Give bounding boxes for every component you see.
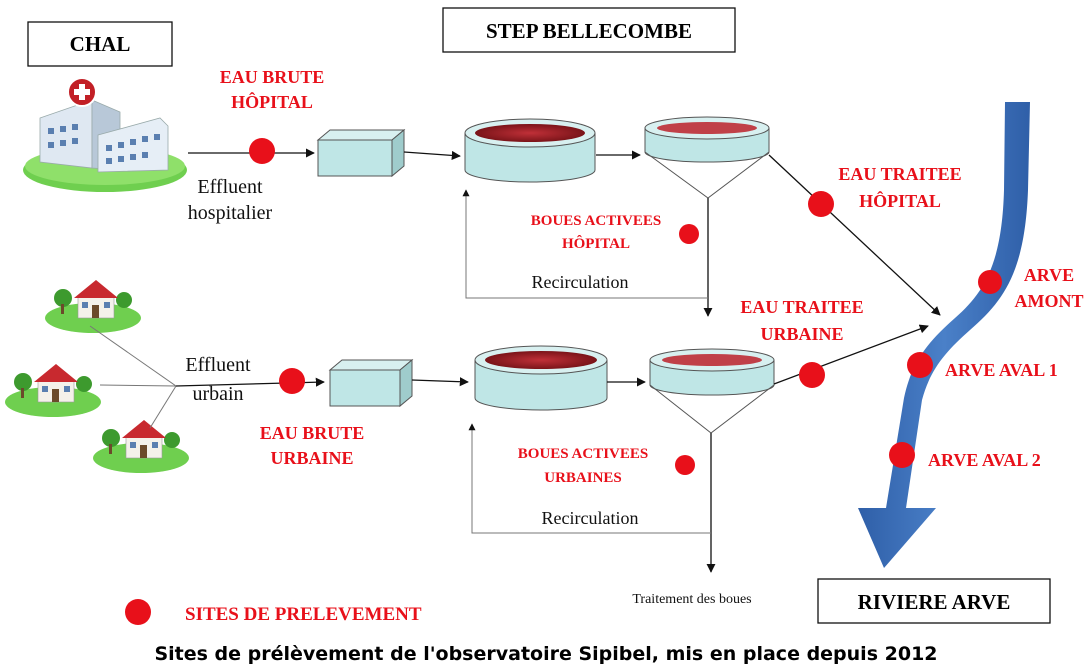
- label-eau-traitee-hopital-2: HÔPITAL: [859, 190, 941, 211]
- hospital-flow: [188, 116, 941, 317]
- label-traitement-boues: Traitement des boues: [632, 592, 751, 607]
- label-arve-aval-1: ARVE AVAL 1: [945, 360, 1058, 380]
- label-eau-brute-urbaine-2: URBAINE: [270, 448, 353, 468]
- chal-box: CHAL: [27, 21, 173, 67]
- flow-labels: Effluent hospitalier Effluent urbain Rec…: [185, 176, 751, 607]
- house-icon-1: [45, 280, 141, 333]
- label-eau-traitee-urbaine-2: URBAINE: [760, 324, 843, 344]
- aeration-tank-hospital: [464, 118, 596, 183]
- step-box: STEP BELLECOMBE: [442, 7, 736, 53]
- pretreatment-box-hospital: [316, 128, 406, 178]
- legend-label: SITES DE PRELEVEMENT: [185, 604, 422, 625]
- label-arve-amont-1: ARVE: [1024, 265, 1074, 285]
- step-label: STEP BELLECOMBE: [486, 19, 692, 43]
- urban-flow: [89, 324, 929, 573]
- label-eau-brute-hopital-1: EAU BRUTE: [220, 67, 325, 87]
- pretreatment-box-urban: [328, 358, 414, 408]
- label-boues-urbaines-1: BOUES ACTIVEES: [518, 446, 648, 462]
- marker-arve-aval-1: [907, 352, 933, 378]
- label-recirculation-bottom: Recirculation: [542, 508, 639, 528]
- riviere-box: RIVIERE ARVE: [817, 578, 1051, 624]
- chal-label: CHAL: [70, 32, 131, 56]
- label-boues-hopital-2: HÔPITAL: [562, 235, 630, 252]
- clarifier-hospital: [644, 116, 770, 199]
- site-labels: EAU BRUTE HÔPITAL EAU TRAITEE HÔPITAL BO…: [220, 67, 1084, 486]
- figure-caption: Sites de prélèvement de l'observatoire S…: [154, 643, 937, 665]
- label-effluent-hospitalier-1: Effluent: [197, 176, 263, 198]
- marker-boues-hopital: [679, 224, 699, 244]
- label-eau-traitee-hopital-1: EAU TRAITEE: [838, 164, 961, 184]
- label-eau-traitee-urbaine-1: EAU TRAITEE: [740, 297, 863, 317]
- label-boues-hopital-1: BOUES ACTIVEES: [531, 213, 661, 229]
- label-recirculation-top: Recirculation: [532, 272, 629, 292]
- label-boues-urbaines-2: URBAINES: [544, 470, 622, 486]
- label-effluent-urbain-2: urbain: [192, 383, 243, 405]
- marker-arve-aval-2: [889, 442, 915, 468]
- label-eau-brute-urbaine-1: EAU BRUTE: [260, 423, 365, 443]
- label-effluent-urbain-1: Effluent: [185, 354, 251, 376]
- sampling-markers: [125, 138, 1002, 625]
- riviere-label: RIVIERE ARVE: [858, 590, 1011, 614]
- marker-eau-brute-hopital: [249, 138, 275, 164]
- hospital-icon: [23, 77, 187, 192]
- marker-eau-brute-urbaine: [279, 368, 305, 394]
- house-icon-3: [93, 420, 189, 473]
- marker-boues-urbaines: [675, 455, 695, 475]
- marker-arve-amont: [978, 270, 1002, 294]
- label-effluent-hospitalier-2: hospitalier: [188, 202, 273, 224]
- legend-marker: [125, 599, 151, 625]
- label-arve-amont-2: AMONT: [1015, 291, 1084, 311]
- clarifier-urban: [649, 348, 775, 434]
- aeration-tank-urban: [474, 345, 608, 411]
- label-eau-brute-hopital-2: HÔPITAL: [231, 91, 313, 112]
- marker-eau-traitee-hopital: [808, 191, 834, 217]
- marker-eau-traitee-urbaine: [799, 362, 825, 388]
- house-icon-2: [5, 364, 101, 417]
- label-arve-aval-2: ARVE AVAL 2: [928, 450, 1041, 470]
